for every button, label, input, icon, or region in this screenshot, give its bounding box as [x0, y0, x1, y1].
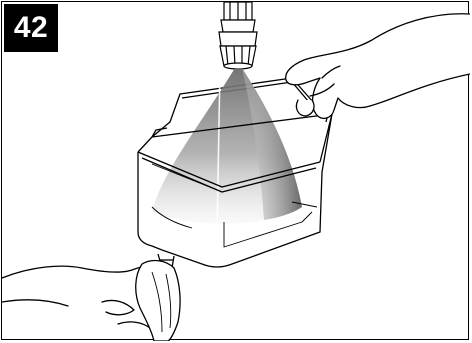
cloth-icon — [136, 261, 180, 341]
step-number-badge: 42 — [4, 4, 58, 52]
rinse-tank-illustration — [2, 2, 470, 341]
tap-nozzle-icon — [219, 2, 257, 69]
hands-icon — [286, 14, 470, 119]
instruction-frame: 42 — [1, 1, 469, 340]
water-spray — [152, 68, 302, 232]
